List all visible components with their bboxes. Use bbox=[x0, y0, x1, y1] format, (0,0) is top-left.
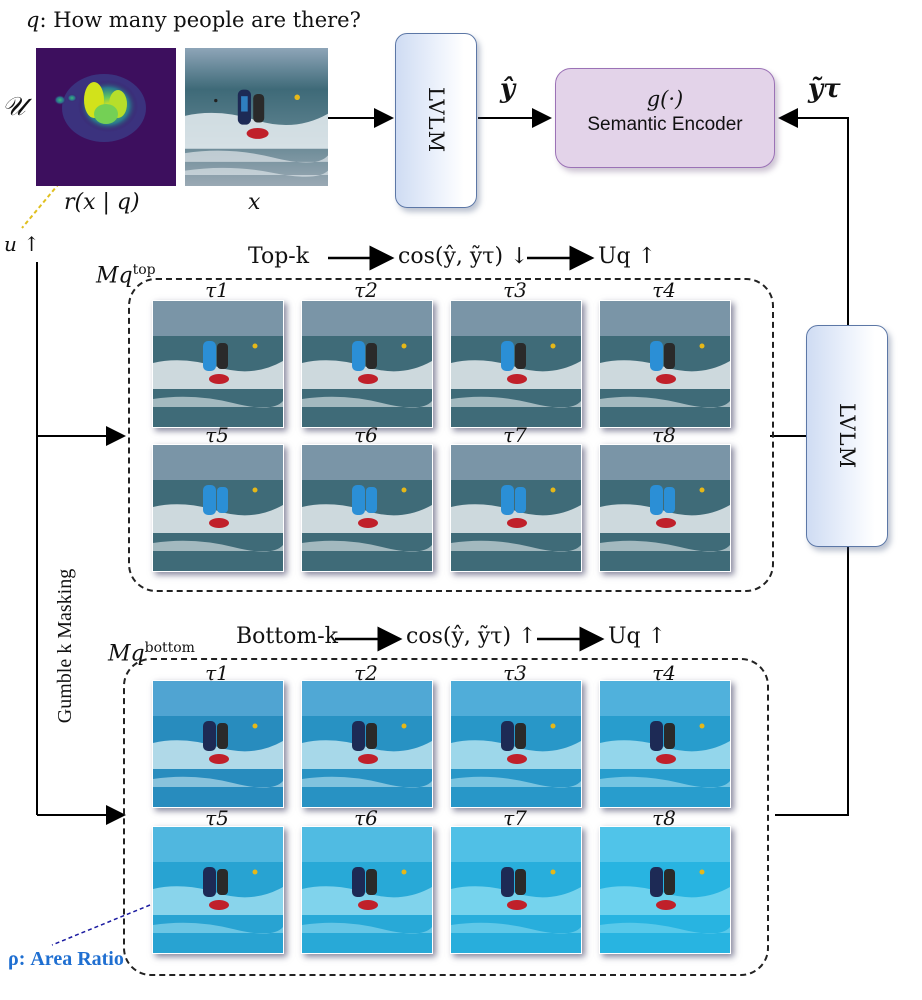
bottom-tau-label-1: τ1 bbox=[205, 661, 229, 685]
bottom-masked-image-6 bbox=[301, 826, 433, 954]
top-masked-image-2 bbox=[301, 300, 433, 428]
bottom-masked-image-5 bbox=[152, 826, 284, 954]
bottom-step2: cos(ŷ, ỹτ) ↑ bbox=[406, 624, 537, 649]
bottom-mask-group bbox=[123, 658, 769, 976]
area-ratio-label: ρ: Area Ratio bbox=[8, 948, 124, 970]
bottom-step3: Uq ↑ bbox=[608, 624, 667, 649]
top-tau-label-3: τ3 bbox=[503, 278, 527, 302]
bottom-masked-image-2 bbox=[301, 680, 433, 808]
question-text: q: How many people are there? bbox=[26, 8, 361, 32]
bottom-masked-image-7 bbox=[450, 826, 582, 954]
top-tau-label-1: τ1 bbox=[205, 278, 229, 302]
top-tau-label-2: τ2 bbox=[354, 278, 378, 302]
bottom-tau-label-6: τ6 bbox=[354, 806, 378, 830]
lvlm-label: LVLM bbox=[835, 402, 859, 470]
top-mask-group bbox=[128, 278, 774, 592]
y-tilde-tau-label: ỹτ bbox=[808, 74, 841, 104]
top-masked-image-6 bbox=[301, 444, 433, 572]
arrow-right-lvlm-to-encoder bbox=[778, 108, 849, 325]
top-masked-image-1 bbox=[152, 300, 284, 428]
lvlm-block-right: LVLM bbox=[806, 325, 888, 547]
top-masked-image-5 bbox=[152, 444, 284, 572]
bottom-masked-image-1 bbox=[152, 680, 284, 808]
uncertainty-symbol: 𝒰 bbox=[2, 92, 26, 122]
top-masked-image-7 bbox=[450, 444, 582, 572]
area-ratio-leader bbox=[51, 904, 151, 946]
top-tau-label-6: τ6 bbox=[354, 423, 378, 447]
bottom-tau-label-7: τ7 bbox=[503, 806, 527, 830]
encoder-title: g(·) bbox=[646, 87, 684, 111]
top-tau-label-4: τ4 bbox=[652, 278, 676, 302]
top-mask-label: Mqtop bbox=[96, 262, 156, 289]
gumbel-masking-label: Gumble k Masking bbox=[54, 568, 76, 724]
bottom-masked-image-4 bbox=[599, 680, 731, 808]
top-tau-label-5: τ5 bbox=[205, 423, 229, 447]
relevance-label: r(x | q) bbox=[64, 190, 140, 215]
top-tau-label-8: τ8 bbox=[652, 423, 676, 447]
bottom-step1: Bottom-k bbox=[236, 624, 338, 649]
top-step3: Uq ↑ bbox=[598, 244, 657, 269]
image-label: x bbox=[248, 190, 261, 215]
encoder-subtitle: Semantic Encoder bbox=[587, 114, 743, 135]
top-masked-image-3 bbox=[450, 300, 582, 428]
relevance-heatmap bbox=[36, 48, 176, 186]
bottom-masked-image-8 bbox=[599, 826, 731, 954]
bottom-tau-label-5: τ5 bbox=[205, 806, 229, 830]
top-step2: cos(ŷ, ỹτ) ↓ bbox=[398, 244, 529, 269]
bottom-tau-label-3: τ3 bbox=[503, 661, 527, 685]
u-label: u ↑ bbox=[4, 232, 40, 256]
y-hat-label: ŷ bbox=[500, 74, 516, 104]
top-tau-label-7: τ7 bbox=[503, 423, 527, 447]
lvlm-label: LVLM bbox=[424, 87, 448, 154]
bottom-mask-label: Mqbottom bbox=[108, 640, 195, 667]
bottom-tau-label-8: τ8 bbox=[652, 806, 676, 830]
top-masked-image-8 bbox=[599, 444, 731, 572]
top-masked-image-4 bbox=[599, 300, 731, 428]
lvlm-block-top: LVLM bbox=[395, 33, 477, 208]
input-image bbox=[185, 48, 328, 186]
bottom-masked-image-3 bbox=[450, 680, 582, 808]
top-step1: Top-k bbox=[248, 244, 310, 269]
bottom-tau-label-4: τ4 bbox=[652, 661, 676, 685]
line-bottom-group-to-lvlm bbox=[775, 545, 849, 816]
semantic-encoder: g(·) Semantic Encoder bbox=[555, 68, 775, 168]
bottom-tau-label-2: τ2 bbox=[354, 661, 378, 685]
